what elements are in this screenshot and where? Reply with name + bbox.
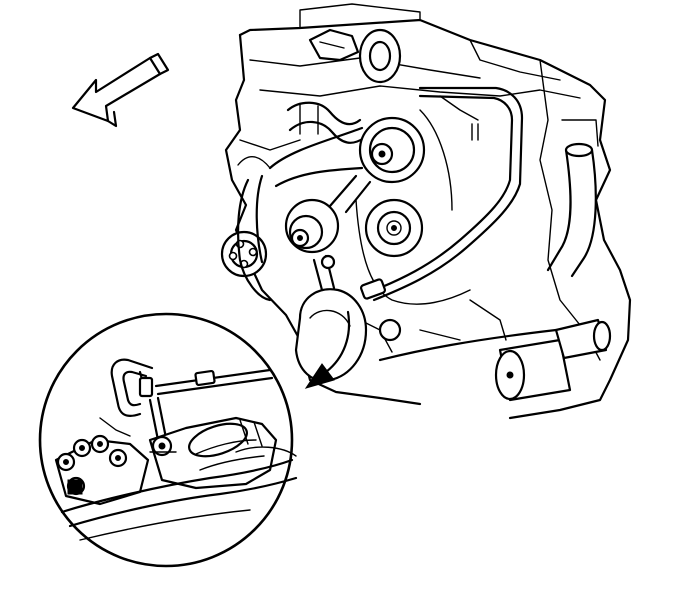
serpentine-belt bbox=[236, 126, 372, 302]
flange-bolt bbox=[108, 448, 128, 468]
heat-shield bbox=[294, 254, 368, 382]
starter-motor bbox=[378, 318, 612, 402]
engine-block bbox=[224, 3, 632, 420]
front-direction-arrow-icon bbox=[71, 52, 170, 128]
exhaust-pipe bbox=[546, 119, 599, 278]
tensioner-pulley bbox=[284, 198, 340, 254]
detail-callout-arrow-icon bbox=[304, 310, 351, 389]
detail-view-contents bbox=[54, 358, 298, 541]
crankshaft-pulley bbox=[220, 230, 268, 278]
power-steering-pulley bbox=[358, 116, 426, 184]
flange-bolt bbox=[90, 434, 110, 454]
flange-bolt bbox=[56, 452, 76, 472]
lower-engine-area bbox=[359, 299, 507, 353]
water-pump-cover bbox=[355, 95, 479, 305]
idler-pulley bbox=[364, 198, 424, 258]
refrigerant-line bbox=[360, 86, 524, 302]
upper-hose-assembly bbox=[286, 28, 402, 144]
flange-bolt bbox=[72, 438, 92, 458]
